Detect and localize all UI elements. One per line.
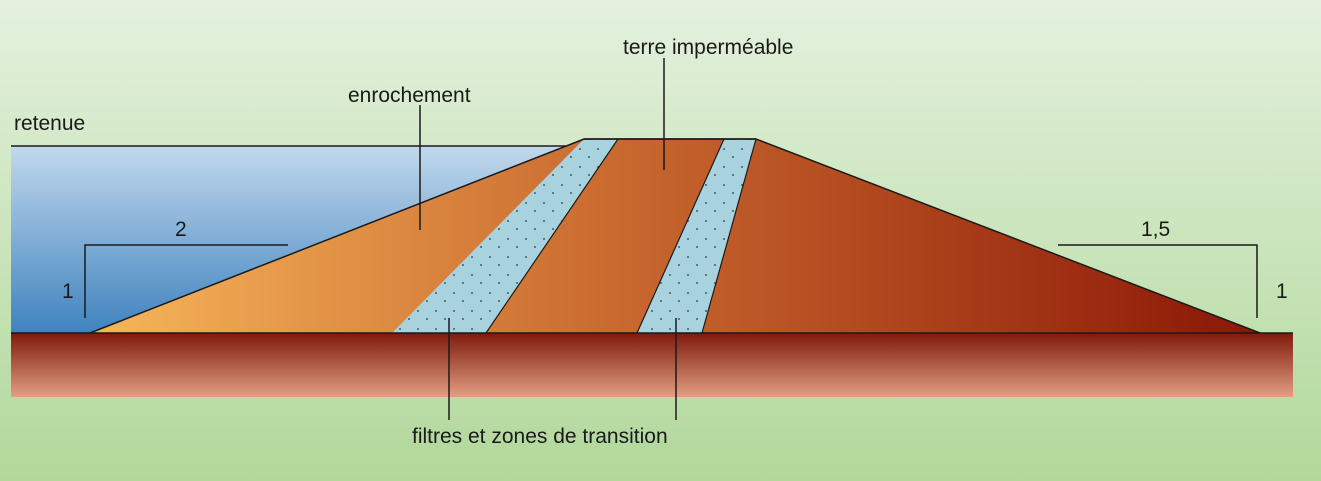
upstream-filter-zone [392,139,618,333]
upstream-slope-horizontal-label: 2 [175,218,187,241]
dam-embankment [90,139,1260,333]
upstream-slope-indicator [84,244,288,318]
downstream-filter-zone [637,139,756,333]
rockfill-label: enrochement [348,84,471,107]
filter-edge-line [636,138,725,334]
downstream-slope-vertical-label: 1 [1276,280,1288,303]
downstream-slope-horizontal-label: 1,5 [1141,218,1170,241]
downstream-slope-indicator [1058,244,1258,318]
upstream-slope-vertical-label: 1 [62,280,74,303]
filter-edge-line [701,138,757,334]
foundation-ground [11,333,1293,397]
filters-label: filtres et zones de transition [412,425,668,448]
reservoir-water [11,146,566,333]
reservoir-label: retenue [14,112,85,135]
impermeable-core-label: terre imperméable [623,36,793,59]
filter-edge-line [485,138,619,334]
